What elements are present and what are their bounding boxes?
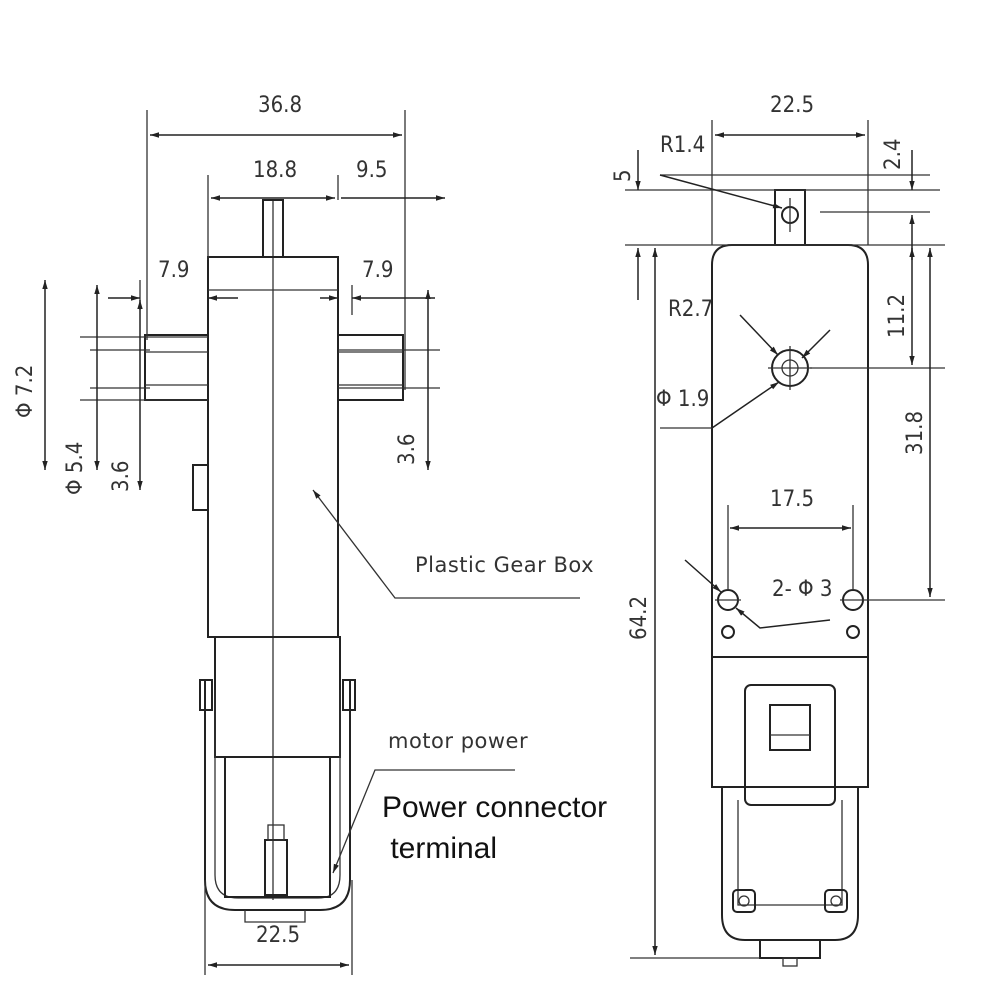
- label-shaft-dia: Φ 7.2: [13, 365, 38, 418]
- label-connector-line1: Power connector: [382, 791, 607, 824]
- power-bracket: [204, 680, 351, 911]
- side-tab: [192, 464, 209, 511]
- front-view: 36.8 18.8 9.5 7.9 7.9 Φ 7.2 Φ 5.4 3.6 3.…: [13, 93, 607, 975]
- label-shaft-offset: 9.5: [356, 158, 387, 183]
- leader-hole-radius: [739, 314, 779, 356]
- leader-hole-dia: [711, 381, 780, 429]
- gearbox-leader: [312, 489, 580, 599]
- label-shaft-flat: Φ 5.4: [63, 442, 88, 495]
- motor-section: [711, 656, 869, 788]
- label-motor-power: motor power: [388, 729, 528, 753]
- label-mount-holes: 2- Φ 3: [772, 577, 832, 602]
- label-left-offset: 7.9: [158, 258, 189, 283]
- label-overall-height: 64.2: [627, 596, 652, 640]
- terminal-block: [744, 684, 836, 806]
- label-hole-offset: 11.2: [885, 294, 910, 338]
- leader-mount-holes: [684, 559, 722, 593]
- label-gearbox-width: 18.8: [253, 158, 297, 183]
- label-tab-radius: R1.4: [660, 133, 705, 158]
- left-shaft: [144, 334, 209, 401]
- terminal-housing: [224, 756, 331, 898]
- label-overall-width: 36.8: [258, 93, 302, 118]
- label-connector-line2: terminal: [382, 832, 497, 865]
- label-hole-to-mount: 31.8: [903, 411, 928, 455]
- label-tab-height: 5: [611, 169, 636, 182]
- label-hole-radius: R2.7: [668, 297, 713, 322]
- leader-tab-radius: [659, 174, 783, 209]
- label-tab-offset: 2.4: [881, 139, 906, 170]
- label-left-flat: 3.6: [109, 461, 134, 492]
- label-hole-dia: Φ 1.9: [656, 387, 709, 412]
- motor-body: [214, 636, 341, 758]
- side-bracket: [721, 787, 859, 941]
- motor-power-leader: [332, 769, 515, 874]
- label-bottom-width: 22.5: [256, 923, 300, 948]
- label-right-offset: 7.9: [362, 258, 393, 283]
- terminal-pin: [264, 839, 288, 896]
- label-mount-spacing: 17.5: [770, 487, 814, 512]
- side-view: 22.5 R1.4 5 2.4 11.2 31.8 R2.7 Φ 1.9 17.…: [611, 93, 945, 967]
- label-gearbox: Plastic Gear Box: [415, 553, 594, 577]
- right-shaft: [337, 334, 404, 401]
- label-right-flat: 3.6: [395, 434, 420, 465]
- label-side-width: 22.5: [770, 93, 814, 118]
